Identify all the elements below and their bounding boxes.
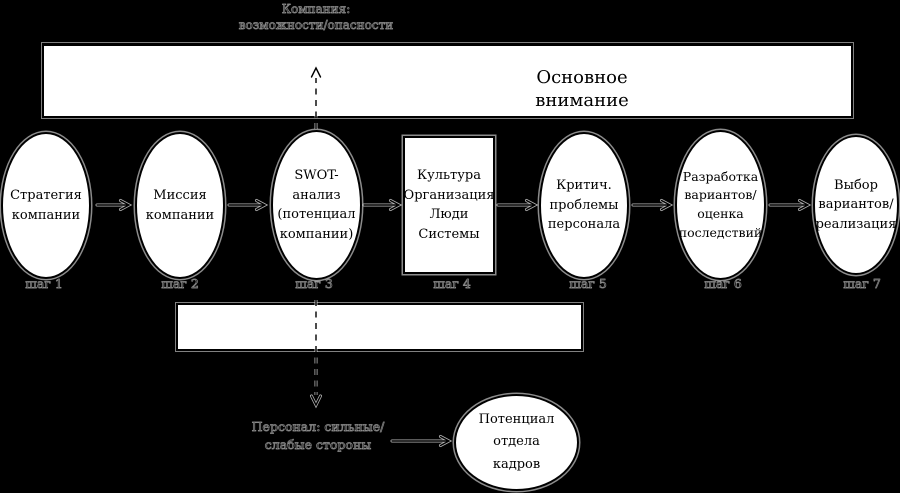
step-5-critical-problems-ellipse: Критич. проблемы персонала — [539, 132, 629, 279]
arrow-step5-step6 — [631, 199, 672, 211]
focus-banner-label: Основное внимание — [535, 67, 629, 112]
step-3-label: шаг 3 — [295, 276, 333, 292]
arrow-step3-step4 — [362, 199, 401, 211]
step-6-options-ellipse: Разработка вариантов/ оценка последствий — [675, 130, 766, 280]
arrow-step1-step2 — [95, 199, 131, 211]
top-annotation: Компания: возможности/опасности — [238, 2, 394, 33]
step-1-label: шаг 1 — [25, 276, 63, 292]
highlight-box — [176, 303, 583, 351]
arrow-step6-step7 — [768, 199, 810, 211]
bottom-annotation: Персонал: сильные/ слабые стороны — [251, 419, 385, 452]
step-1-strategy-ellipse: Стратегия компании — [1, 132, 91, 279]
arrow-step4-step5 — [496, 199, 537, 211]
arrow-step2-step3 — [227, 199, 267, 211]
step-2-mission-ellipse: Миссия компании — [135, 132, 225, 279]
step-3-swot-ellipse: SWOT- анализ (потенциал компании) — [271, 130, 362, 280]
step-2-label: шаг 2 — [161, 276, 199, 292]
focus-banner: Основное внимание — [42, 43, 853, 118]
step-7-choice-ellipse: Выбор вариантов/ реализация — [813, 135, 899, 275]
step-5-label: шаг 5 — [569, 276, 607, 292]
step-4-label: шаг 4 — [433, 276, 471, 292]
step-7-label: шаг 7 — [843, 276, 881, 292]
hr-potential-ellipse: Потенциал отдела кадров — [454, 394, 579, 491]
step-4-culture-box: Культура Организация Люди Системы — [403, 136, 495, 274]
step-6-label: шаг 6 — [704, 276, 742, 292]
